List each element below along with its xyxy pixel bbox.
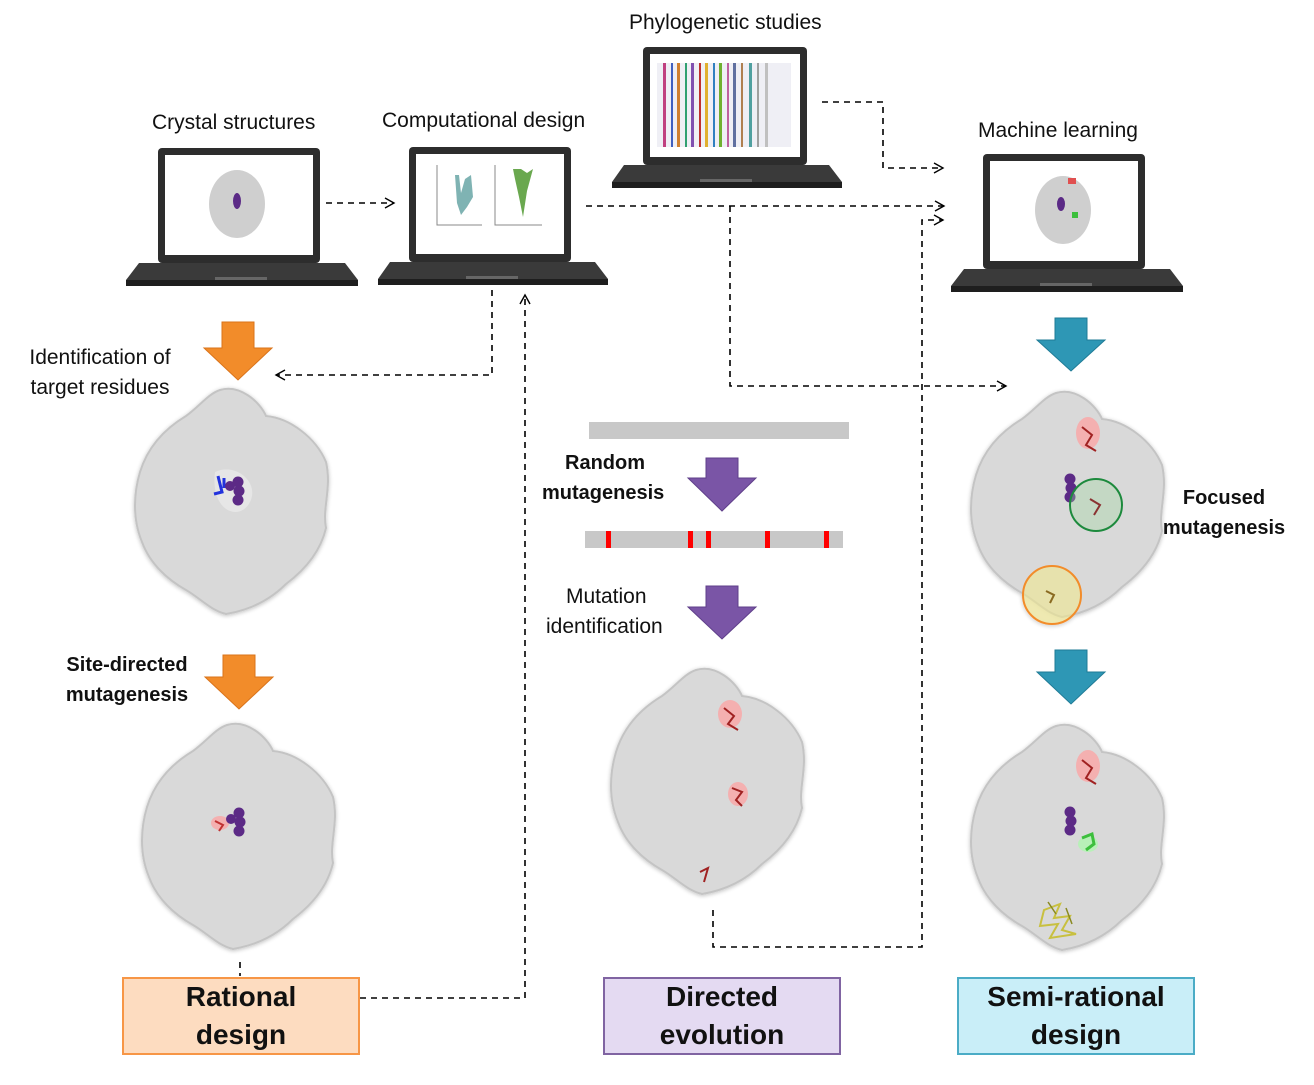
connector-directed-to-ml [712,214,945,948]
laptop-icon [378,147,608,285]
rational-design-box: Rational design [122,977,360,1055]
label-machine-learning: Machine learning [978,119,1138,142]
mutation-mark [688,531,693,548]
laptop-phylogenetic-studies [612,47,842,188]
protein-structure-icon [134,387,329,616]
focus-circle-green [1069,478,1123,532]
semi-rational-design-box: Semi-rational design [957,977,1195,1055]
rational-design-line2: design [195,1019,287,1050]
protein-structure-icon [970,390,1165,625]
protein-structure-icon [610,667,805,896]
mutation-mark [765,531,770,548]
semi-rational-design-line1: Semi-rational [987,981,1165,1012]
label-random-line2: mutagenesis [542,482,665,504]
label-phylogenetic-studies: Phylogenetic studies [629,11,822,34]
down-arrow-icon [1035,649,1107,705]
connector-phylo-to-ml [822,101,945,174]
connector-rational-to-computational [360,293,531,999]
screen-protein [209,170,265,238]
screen-alignment [657,63,791,147]
label-identification-line2: target residues [30,376,170,399]
directed-evolution-box: Directed evolution [603,977,841,1055]
gene-bar-wildtype [589,422,849,439]
label-site-directed-line1: Site-directed [66,654,188,676]
mutation-mark [824,531,829,548]
label-mutation-line1: Mutation [566,585,647,608]
label-random-line1: Random [565,452,645,474]
label-focused-mutagenesis: Focused mutagenesis [1156,483,1292,543]
down-arrow-icon [686,457,758,512]
label-site-directed: Site-directed mutagenesis [52,650,202,710]
label-site-directed-line2: mutagenesis [65,684,189,706]
protein-structure-icon [970,723,1165,952]
laptop-crystal-structures [126,148,358,286]
down-arrow-icon [686,585,758,640]
label-identification-line1: Identification of [29,346,171,369]
semi-rational-design-line2: design [1030,1019,1122,1050]
label-random-mutagenesis: Random mutagenesis [542,448,682,508]
label-focused-line1: Focused [1182,487,1266,509]
label-focused-line2: mutagenesis [1162,517,1286,539]
protein-structure-icon [141,722,336,951]
label-computational-design: Computational design [382,109,586,132]
label-identification: Identification of target residues [14,343,186,403]
down-arrow-icon [1035,317,1107,372]
connector-to-focused-protein [729,206,1008,392]
laptop-computational-design [378,147,608,285]
label-crystal-structures: Crystal structures [152,111,316,134]
down-arrow-icon [202,321,274,381]
mutation-mark [706,531,711,548]
directed-evolution-line2: evolution [659,1019,785,1050]
label-mutation-line2: identification [546,615,663,638]
label-mutation-identification: Mutation identification [546,582,686,642]
rational-design-line1: Rational [185,981,297,1012]
directed-evolution-line1: Directed [665,981,779,1012]
screen-protein [1035,176,1091,244]
screen-plots [436,165,542,226]
down-arrow-icon [203,654,275,710]
gene-bar-mutated [585,531,843,548]
mutation-mark [606,531,611,548]
laptop-machine-learning [951,154,1183,292]
